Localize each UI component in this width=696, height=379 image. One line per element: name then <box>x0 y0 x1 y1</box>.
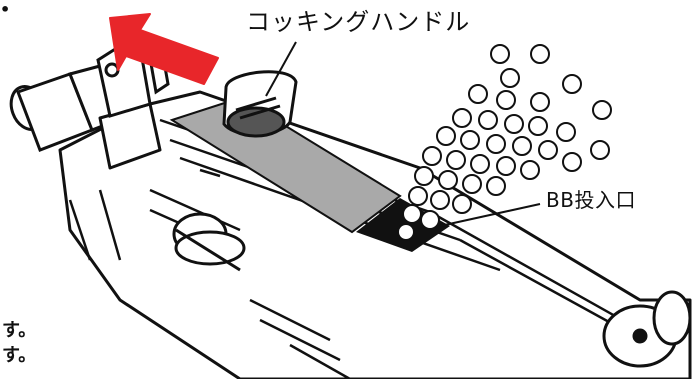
cocking-handle-label: コッキングハンドル <box>246 10 470 34</box>
edge-text-line-2: す。 <box>2 347 36 365</box>
bb-inlet-label: BB投入口 <box>546 190 636 210</box>
edge-text-line-1: す。 <box>2 322 36 340</box>
cocking-handle <box>224 72 296 136</box>
edge-text-top: • <box>0 2 10 18</box>
